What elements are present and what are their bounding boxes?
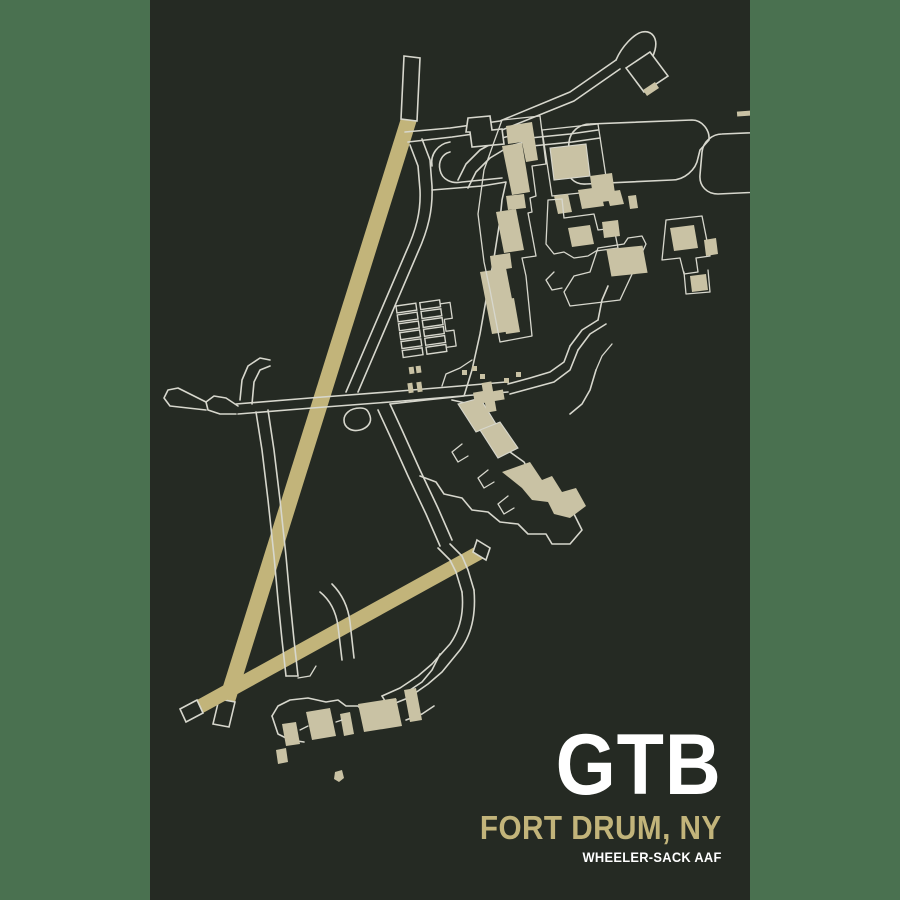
runway-secondary-ne-sw: [178, 538, 491, 724]
facility-name-label: WHEELER-SACK AAF: [582, 849, 722, 865]
title-block: GTB FORT DRUM, NY WHEELER-SACK AAF: [453, 717, 722, 865]
airport-map-svg: .tw-fill { fill: #252a23; stroke: #d7d7c…: [163, 30, 750, 782]
runway-primary-nw-se: [212, 55, 421, 728]
airport-code: GTB: [555, 717, 722, 814]
south-buildings: [271, 688, 422, 782]
city-state-label: FORT DRUM, NY: [480, 809, 722, 846]
airport-poster: .tw-fill { fill: #252a23; stroke: #d7d7c…: [150, 0, 750, 900]
south-apron: [419, 397, 586, 545]
hangar-rows: [395, 299, 457, 394]
east-branch-taxiways: [507, 285, 613, 415]
runway-threshold-markings: [297, 665, 317, 679]
midfield-small-structures: [441, 359, 521, 413]
airport-map: .tw-fill { fill: #252a23; stroke: #d7d7c…: [150, 0, 750, 900]
runway-group: [178, 55, 491, 728]
turnaround-loop-north: [404, 30, 670, 143]
midfield-taxiways: [163, 357, 453, 677]
taxiway-network-central: [235, 115, 601, 415]
central-building-complex: [477, 115, 718, 343]
southwest-connectors: [381, 543, 476, 721]
